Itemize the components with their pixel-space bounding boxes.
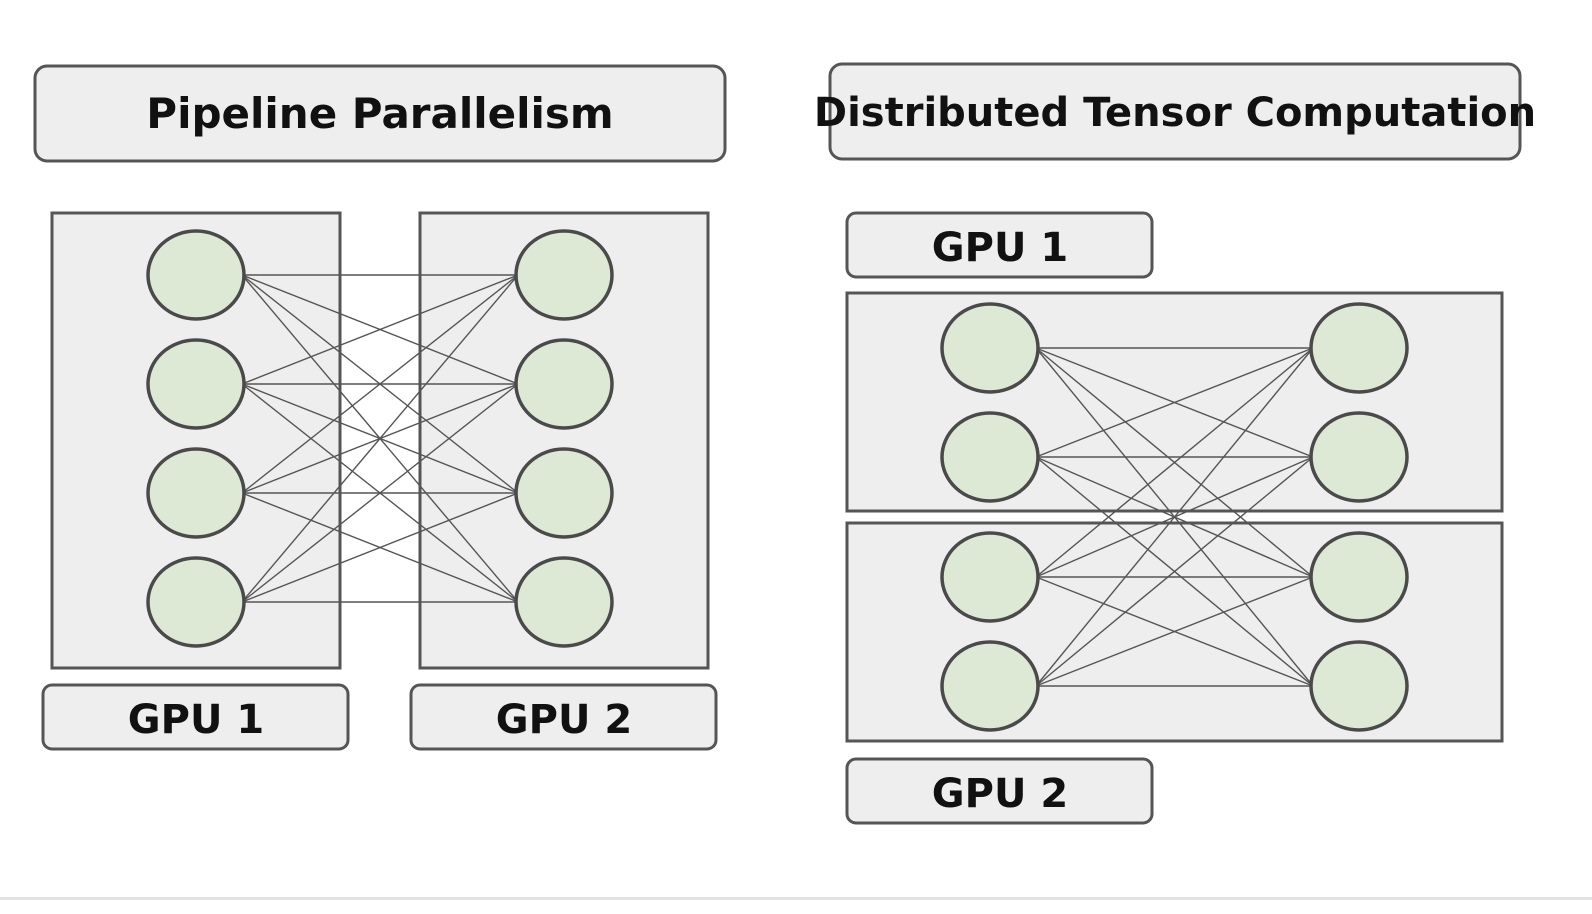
pipeline-output-node-2 bbox=[514, 338, 614, 430]
tensor-gpu1-label: GPU 1 bbox=[932, 225, 1068, 271]
bottom-divider bbox=[0, 897, 1592, 900]
pipeline-gpu2-label: GPU 2 bbox=[496, 697, 632, 743]
pipeline-section: Pipeline Parallelism GPU 1 GPU 2 bbox=[33, 64, 727, 751]
pipeline-nodes bbox=[146, 229, 614, 648]
pipeline-edge-2-1 bbox=[241, 274, 519, 385]
tensor-nodes bbox=[940, 302, 1409, 732]
pipeline-gpu1-label: GPU 1 bbox=[128, 697, 264, 743]
tensor-title: Distributed Tensor Computation bbox=[814, 90, 1536, 136]
pipeline-output-node-1 bbox=[514, 229, 614, 321]
tensor-title-box bbox=[828, 62, 1522, 161]
tensor-edge-2-1 bbox=[1035, 347, 1314, 458]
pipeline-title: Pipeline Parallelism bbox=[146, 89, 613, 138]
pipeline-input-node-1 bbox=[146, 229, 246, 321]
tensor-input-node-4 bbox=[940, 640, 1040, 732]
pipeline-output-node-4 bbox=[514, 556, 614, 648]
pipeline-edge-3-1 bbox=[241, 274, 519, 494]
tensor-output-node-2 bbox=[1309, 411, 1409, 503]
tensor-edge-4-1 bbox=[1035, 347, 1314, 687]
pipeline-gpu1-label-box bbox=[41, 683, 350, 751]
tensor-edge-4-3 bbox=[1035, 576, 1314, 687]
tensor-gpu2-label-box bbox=[845, 757, 1154, 825]
pipeline-output-node-3 bbox=[514, 447, 614, 539]
tensor-input-node-2 bbox=[940, 411, 1040, 503]
pipeline-edge-4-2 bbox=[241, 383, 519, 603]
tensor-output-node-1 bbox=[1309, 302, 1409, 394]
pipeline-input-node-3 bbox=[146, 447, 246, 539]
pipeline-edges bbox=[241, 274, 519, 603]
pipeline-input-node-2 bbox=[146, 338, 246, 430]
tensor-section: Distributed Tensor Computation GPU 1 GPU… bbox=[814, 62, 1536, 825]
pipeline-edge-4-3 bbox=[241, 492, 519, 603]
pipeline-title-box bbox=[33, 64, 727, 163]
pipeline-gpu2-label-box bbox=[409, 683, 718, 751]
tensor-gpu2-label: GPU 2 bbox=[932, 771, 1068, 817]
tensor-edge-4-2 bbox=[1035, 456, 1314, 687]
tensor-input-node-3 bbox=[940, 531, 1040, 623]
pipeline-input-node-4 bbox=[146, 556, 246, 648]
pipeline-edge-4-1 bbox=[241, 274, 519, 603]
tensor-output-node-3 bbox=[1309, 531, 1409, 623]
tensor-edges bbox=[1035, 347, 1314, 687]
tensor-output-node-4 bbox=[1309, 640, 1409, 732]
tensor-input-node-1 bbox=[940, 302, 1040, 394]
tensor-edge-3-1 bbox=[1035, 347, 1314, 578]
tensor-gpu1-label-box bbox=[845, 211, 1154, 279]
